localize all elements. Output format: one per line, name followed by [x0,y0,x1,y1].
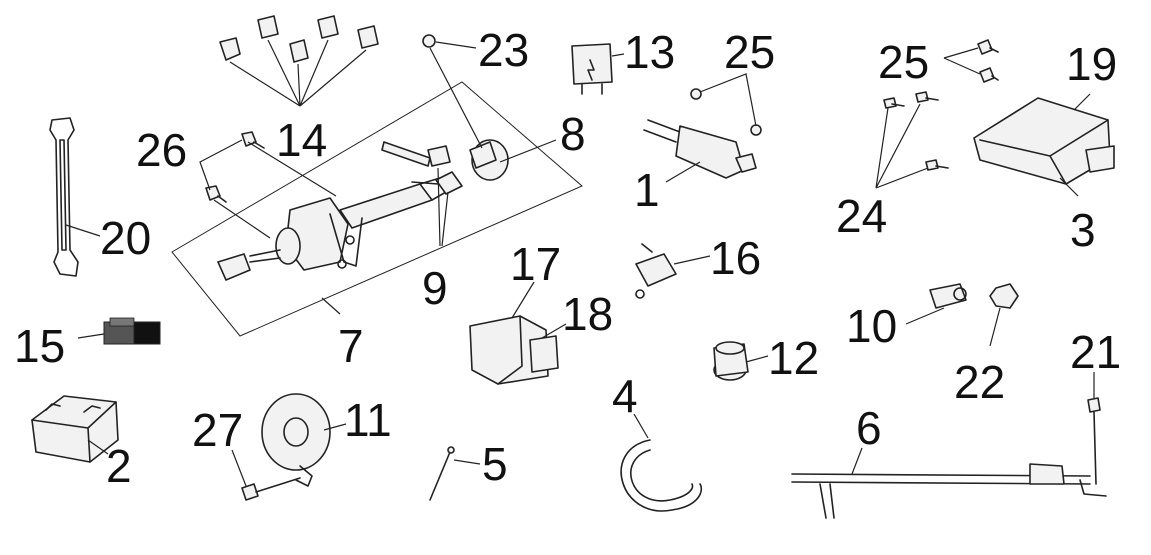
part-9-keys [381,141,463,195]
leader-14 [229,39,367,107]
leader-13 [611,53,625,57]
callout-18: 18 [562,288,613,340]
callout-14: 14 [276,114,327,166]
leader-1 [665,161,701,183]
leader-15 [77,333,105,339]
callout-23: 23 [478,24,529,76]
leader-2 [87,439,109,455]
callout-9: 9 [422,262,448,314]
leader-4 [633,413,649,439]
part-1-ignition-coil [643,88,762,179]
leader-8 [499,139,557,163]
callout-15: 15 [14,320,65,372]
part-20-strap [49,117,79,277]
callout-10: 10 [846,300,897,352]
callout-5: 5 [482,438,508,490]
part-5-pin [429,446,455,501]
part-11-horn [261,393,331,487]
callout-20: 20 [100,212,151,264]
leader-27 [231,449,247,487]
leader-23 [429,41,483,149]
callout-24: 24 [836,190,887,242]
callout-8: 8 [560,108,586,160]
leader-22 [989,307,1001,347]
leader-3 [1059,177,1079,197]
part-12-buzzer [713,341,749,381]
callout-27: 27 [192,404,243,456]
part-10-switch [929,283,967,309]
part-4-clip [620,439,703,512]
callout-17: 17 [510,238,561,290]
part-22-nut [989,283,1019,309]
leader-9 [437,167,449,247]
callout-25-right: 25 [878,36,929,88]
part-7-ignition-switch [217,177,447,281]
part-24-screws [883,91,949,171]
callout-3: 3 [1070,204,1096,256]
part-19-3-control-unit [973,97,1115,185]
callout-11: 11 [344,394,392,446]
leader-12 [745,355,769,363]
callout-1: 1 [634,164,660,216]
leader-7 [321,297,341,315]
leader-25b [943,47,981,75]
callout-4: 4 [612,370,638,422]
callout-21: 21 [1070,326,1121,378]
ignition-assembly-frame [171,81,583,337]
leader-10 [905,307,945,325]
part-6-cable [791,463,1107,519]
callout-12: 12 [768,332,819,384]
callout-26: 26 [136,124,187,176]
part-17-18-switch-block [469,315,559,385]
part-21-bolt [1087,397,1101,485]
part-23-screw [422,34,436,48]
callout-16: 16 [710,232,761,284]
leader-18 [541,323,567,339]
callout-6: 6 [856,402,882,454]
leader-25a [699,73,757,127]
callout-25-left: 25 [724,26,775,78]
leader-20 [65,224,101,237]
callout-13: 13 [624,26,675,78]
part-13-relay [571,43,613,95]
leader-5 [453,459,481,465]
callout-7: 7 [338,320,364,372]
part-8-cap [469,139,509,181]
leader-26 [199,139,337,239]
leader-16 [673,255,711,265]
callout-2: 2 [106,440,132,492]
leader-11 [323,423,347,431]
part-26-bolts [205,131,265,203]
leader-24 [875,103,929,189]
part-25-bolts-right [977,39,999,83]
callout-19: 19 [1066,38,1117,90]
part-16-sensor [635,243,677,299]
callout-22: 22 [954,356,1005,408]
part-14-connectors [219,15,379,63]
part-15-fuse [103,317,161,345]
leader-19 [1073,93,1091,111]
part-27-bolt [241,477,301,501]
leader-17 [511,281,535,319]
leader-6 [851,447,863,475]
